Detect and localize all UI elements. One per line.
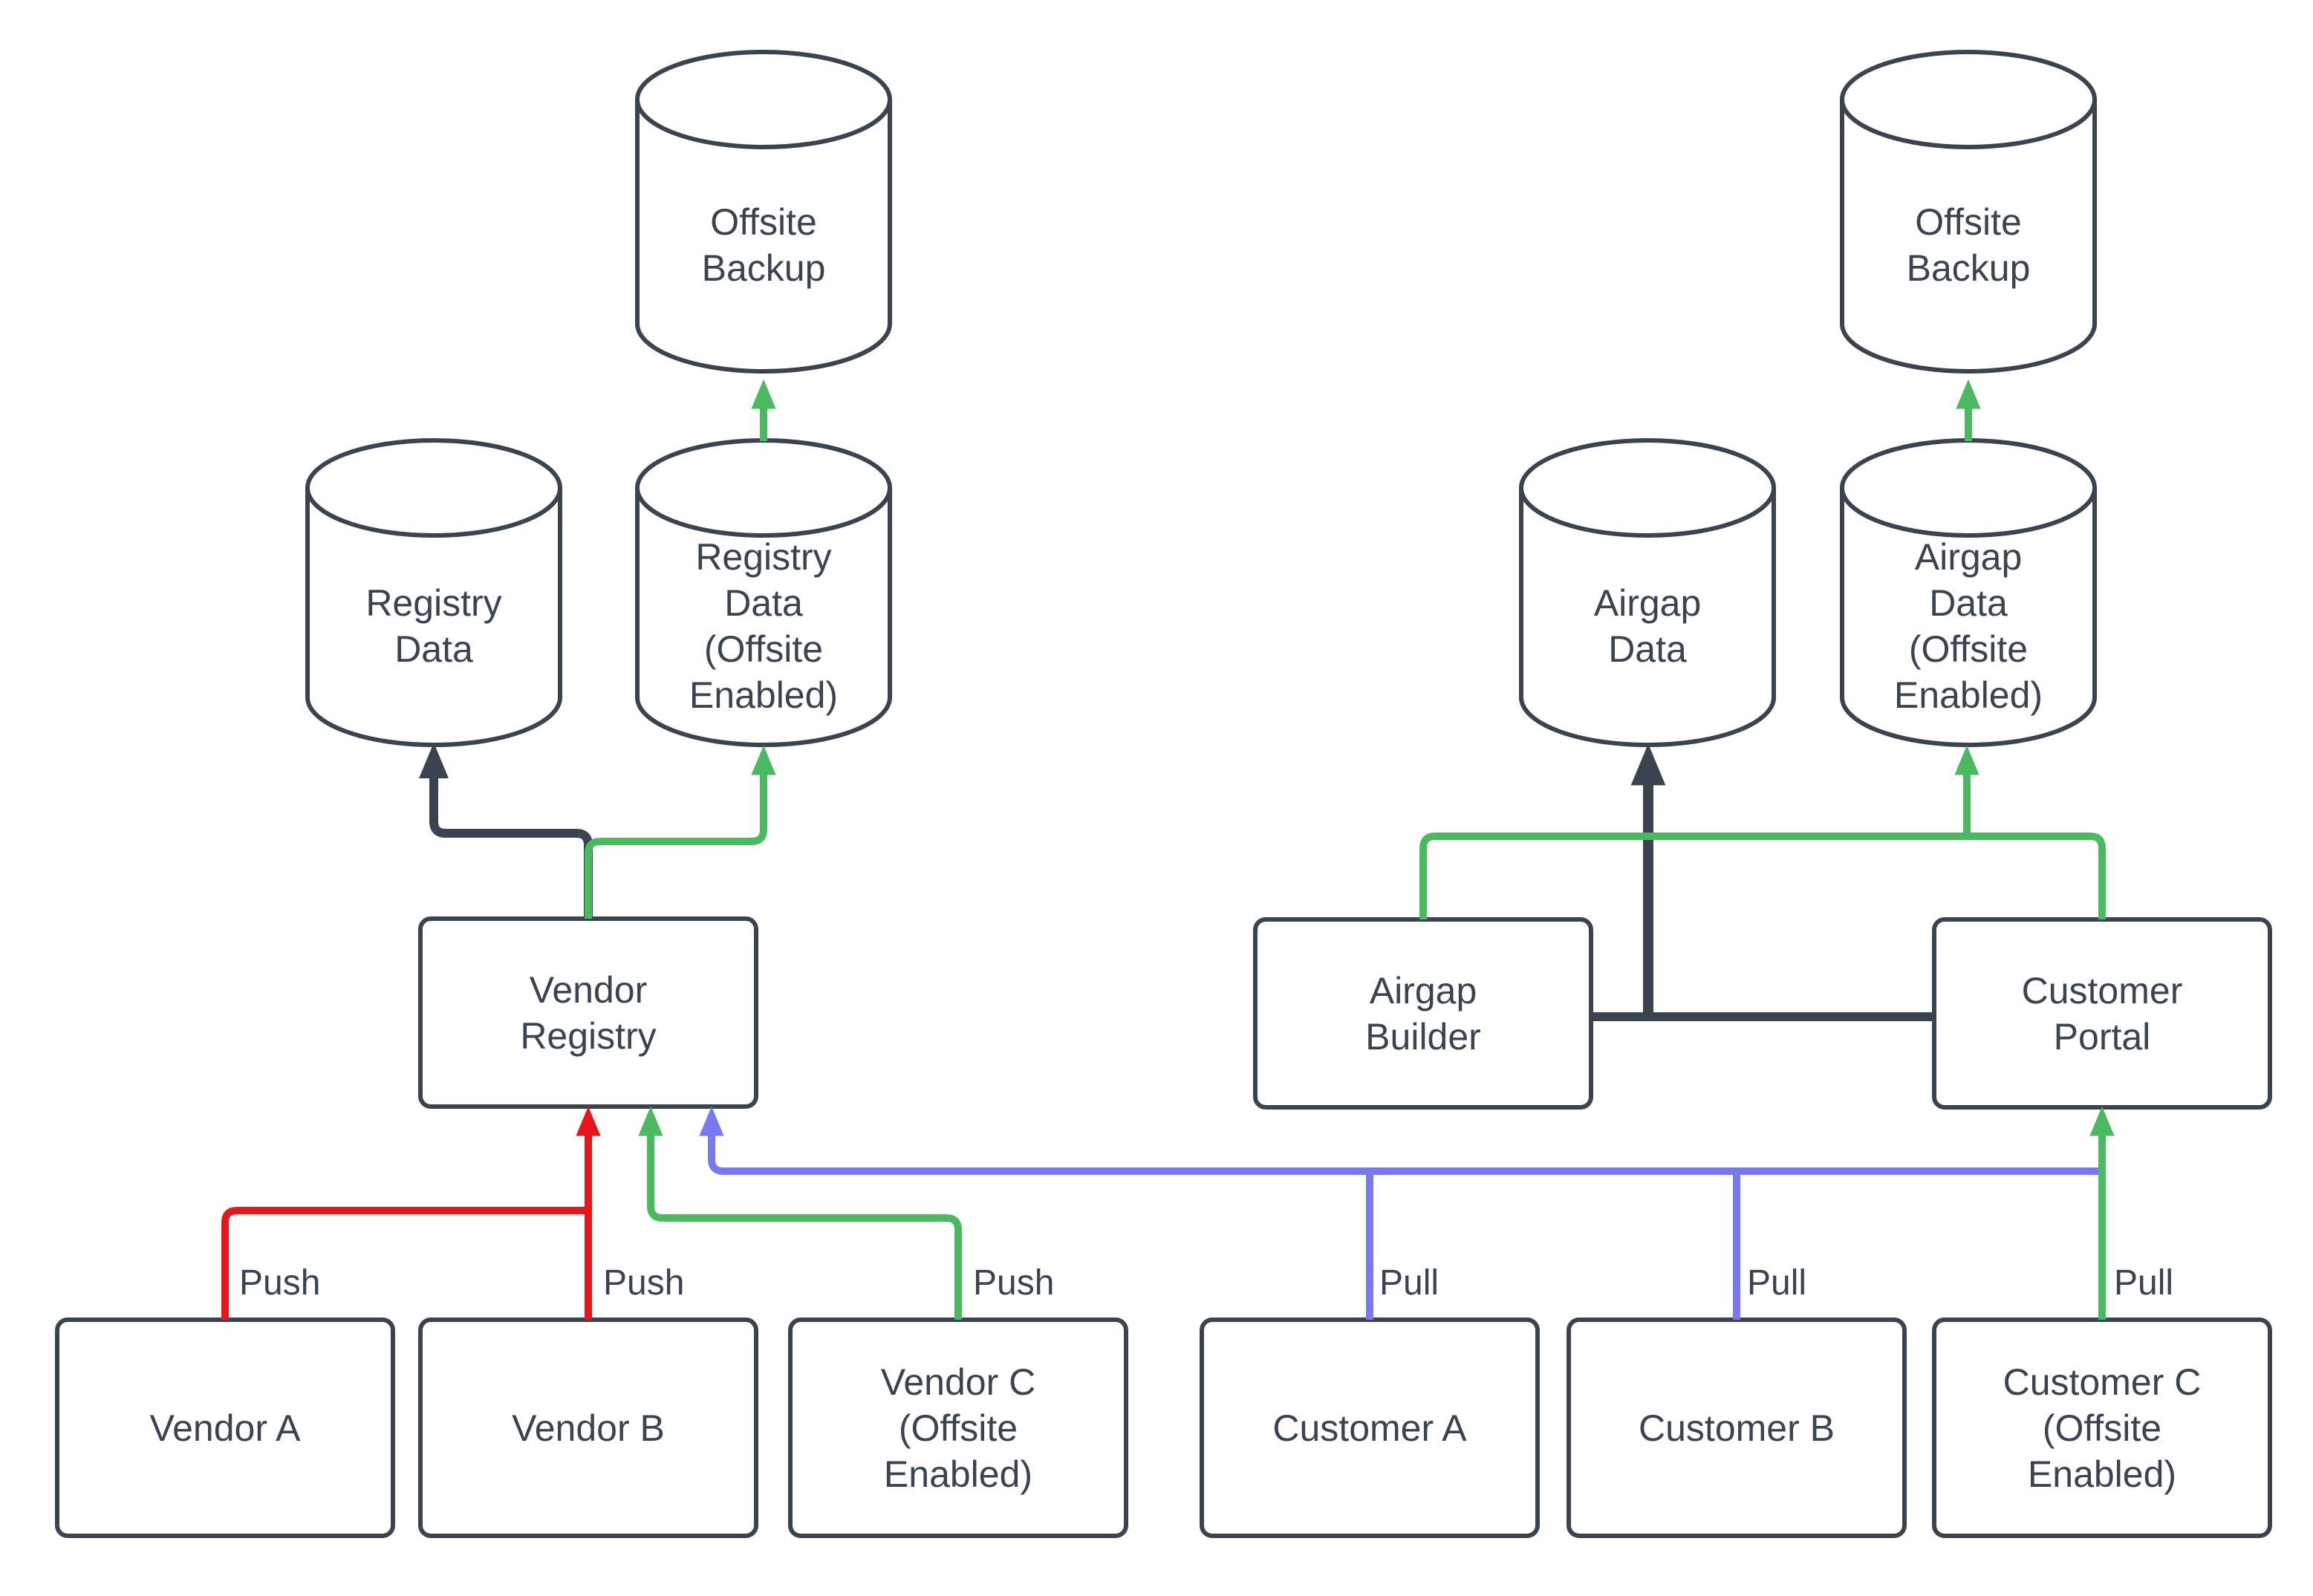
airgap-data-offsite-cylinder-body[interactable] xyxy=(1840,488,2097,747)
airgap-data-cylinder-top[interactable] xyxy=(1519,438,1776,538)
customer-portal-box[interactable] xyxy=(1932,917,2272,1110)
edge-push-vendor-a xyxy=(221,1207,588,1320)
customer-b[interactable] xyxy=(1567,1317,1907,1538)
registry-data-offsite[interactable] xyxy=(635,438,892,747)
airgap-data-offsite-cylinder-top[interactable] xyxy=(1840,438,2097,538)
vendor-b[interactable] xyxy=(418,1317,758,1538)
customer-c[interactable] xyxy=(1932,1317,2272,1538)
airgap-data-offsite[interactable] xyxy=(1840,438,2097,747)
vendor-a-box[interactable] xyxy=(55,1317,395,1538)
vendor-b-box[interactable] xyxy=(418,1317,758,1538)
vendor-registry-box[interactable] xyxy=(418,916,758,1109)
registry-data-offsite-cylinder-body[interactable] xyxy=(635,488,892,747)
airgap-builder[interactable] xyxy=(1253,917,1593,1110)
offsite-backup-right-cylinder-top[interactable] xyxy=(1840,50,2097,149)
offsite-backup-right[interactable] xyxy=(1840,50,2097,374)
customer-portal[interactable] xyxy=(1932,917,2272,1110)
customer-a[interactable] xyxy=(1200,1317,1540,1538)
edge-push-vendor-c xyxy=(638,1106,962,1320)
edge-registry-to-registry-data xyxy=(419,743,593,919)
offsite-backup-right-cylinder-body[interactable] xyxy=(1840,100,2097,374)
edge-builder-portal-green-net xyxy=(1419,833,2106,919)
vendor-c[interactable] xyxy=(788,1317,1128,1538)
airgap-builder-box[interactable] xyxy=(1253,917,1593,1110)
offsite-backup-left-cylinder-body[interactable] xyxy=(635,100,892,374)
vendor-a[interactable] xyxy=(55,1317,395,1538)
edge-registry-to-offsite-data xyxy=(585,745,776,919)
vendor-registry[interactable] xyxy=(418,916,758,1109)
customer-b-box[interactable] xyxy=(1567,1317,1907,1538)
offsite-backup-left[interactable] xyxy=(635,50,892,374)
registry-data[interactable] xyxy=(305,438,562,747)
customer-c-box[interactable] xyxy=(1932,1317,2272,1538)
registry-data-cylinder-top[interactable] xyxy=(305,438,562,538)
customer-a-box[interactable] xyxy=(1200,1317,1540,1538)
airgap-data[interactable] xyxy=(1519,438,1776,747)
edge-pull-main-to-vendor-registry xyxy=(699,1106,2102,1175)
vendor-c-box[interactable] xyxy=(788,1317,1128,1538)
registry-data-offsite-cylinder-top[interactable] xyxy=(635,438,892,538)
offsite-backup-left-cylinder-top[interactable] xyxy=(635,50,892,149)
